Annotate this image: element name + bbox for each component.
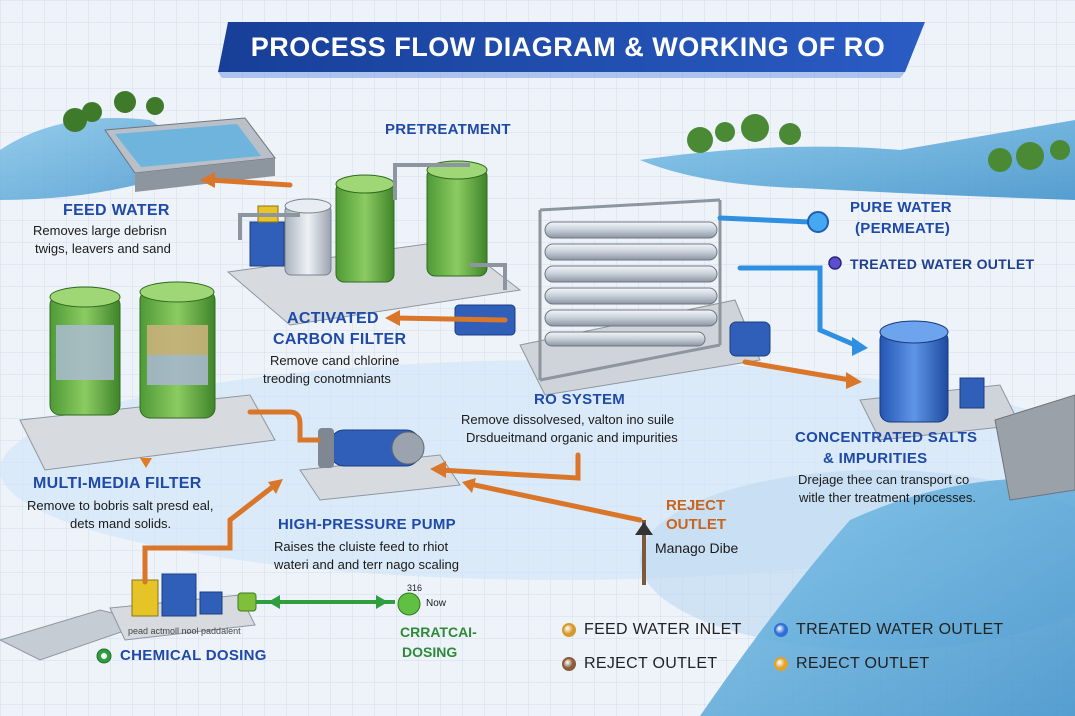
carbon-filter-desc-2: treoding conotmniants	[263, 371, 391, 386]
high-pressure-pump-label: HIGH-PRESSURE PUMP	[278, 516, 456, 533]
pretreatment-label: PRETREATMENT	[385, 121, 511, 138]
legend-swatch-feed-water-inlet	[562, 623, 576, 637]
chemical-skid-caption: pead actmoll nool paddalent	[128, 626, 241, 636]
pure-water-label: PURE WATER	[850, 199, 952, 216]
ro-system-desc-1: Remove dissolvesed, valton ino suile	[461, 412, 675, 427]
legend-item-reject-outlet: REJECT OUTLET	[584, 655, 718, 672]
ro-system-desc-2: Drsdueitmand organic and impurities	[466, 430, 678, 445]
reject-desc: Manago Dibe	[655, 540, 739, 556]
pump-desc-1: Raises the cluiste feed to rhiot	[274, 539, 449, 554]
feed-water-label: FEED WATER	[63, 202, 170, 219]
carbon-filter-desc-1: Remove cand chlorine	[270, 353, 400, 368]
diagram-title: PROCESS FLOW DIAGRAM & WORKING OF RO	[250, 32, 886, 62]
reject-label: REJECT	[666, 497, 726, 514]
dosing-label: DOSING	[402, 644, 458, 660]
legend-swatch-treated-water-outlet	[774, 623, 788, 637]
permeate-label: (PERMEATE)	[855, 220, 951, 237]
impurities-label: & IMPURITIES	[823, 450, 928, 467]
ro-system-label: RO SYSTEM	[534, 391, 626, 408]
concentrated-desc-2: witle ther treatment processes.	[799, 490, 977, 505]
activated-label: ACTIVATED	[287, 310, 379, 327]
feed-water-desc-2: twigs, leavers and sand	[35, 241, 171, 256]
treated-water-outlet-label: TREATED WATER OUTLET	[850, 256, 1035, 272]
critical-dosing-now: Now	[426, 598, 447, 609]
critical-dosing-number: 316	[407, 583, 423, 593]
legend-swatch-reject-outlet-2	[774, 657, 788, 671]
chemical-dosing-label: CHEMICAL DOSING	[120, 647, 267, 664]
legend-swatch-reject-outlet	[562, 657, 576, 671]
multi-media-filter-label: MULTI-MEDIA FILTER	[33, 475, 202, 492]
critical-dosing-label: CRRATCAI-	[400, 624, 477, 640]
feed-water-desc-1: Removes large debrisn	[33, 223, 167, 238]
concentrated-desc-1: Drejage thee can transport co	[798, 472, 970, 487]
multi-media-desc-1: Remove to bobris salt presd eal,	[27, 498, 214, 513]
concentrated-salts-label: CONCENTRATED SALTS	[795, 429, 978, 446]
reject-outlet-label: OUTLET	[666, 516, 726, 533]
pump-desc-2: wateri and and terr nago scaling	[274, 557, 460, 572]
legend-item-treated-water-outlet: TREATED WATER OUTLET	[796, 621, 1004, 638]
carbon-filter-label: CARBON FILTER	[273, 331, 407, 348]
legend-item-feed-water-inlet: FEED WATER INLET	[584, 621, 742, 638]
multi-media-desc-2: dets mand solids.	[70, 516, 172, 531]
legend-item-reject-outlet-2: REJECT OUTLET	[796, 655, 930, 672]
